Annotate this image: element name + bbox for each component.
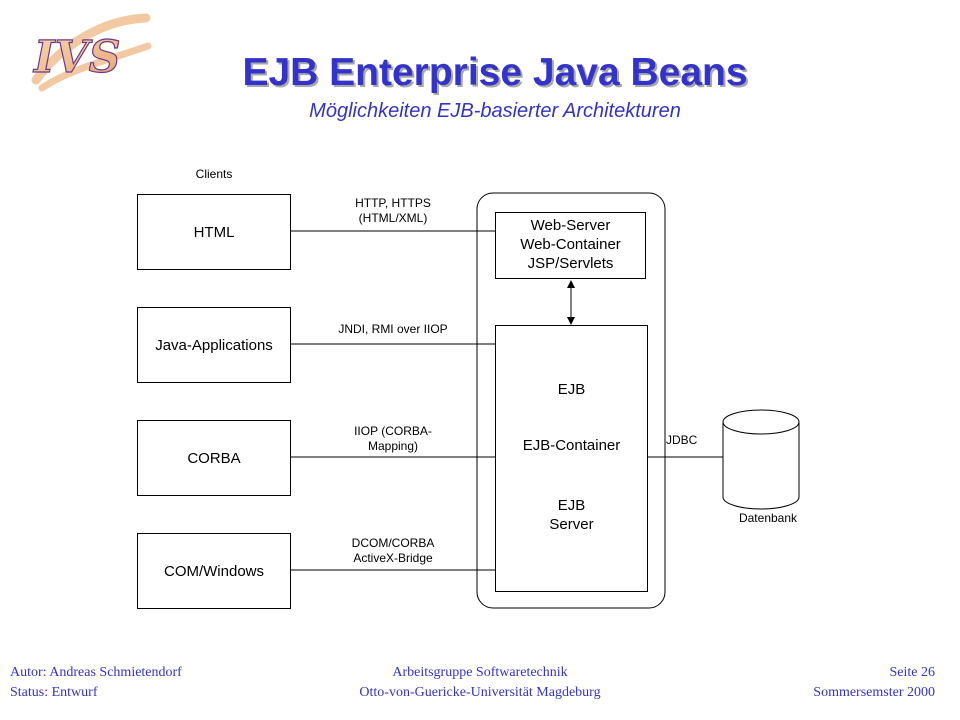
ejb-server-box: EJB EJB-Container EJB Server: [495, 325, 648, 592]
server-container-outline: [476, 192, 666, 609]
jdbc-label: JDBC: [666, 433, 698, 447]
connection-label-html: HTTP, HTTPS (HTML/XML): [355, 196, 431, 225]
client-box-java-applications: Java-Applications: [137, 307, 291, 383]
page-title: EJB Enterprise Java Beans: [242, 51, 748, 94]
footer-left: Autor: Andreas Schmietendorf Status: Ent…: [10, 665, 182, 700]
page-subtitle: Möglichkeiten EJB-basierter Architekture…: [309, 100, 681, 122]
connection-label-java: JNDI, RMI over IIOP: [338, 322, 448, 336]
connection-label-corba: IIOP (CORBA- Mapping): [354, 424, 432, 453]
connection-label-com: DCOM/CORBA ActiveX-Bridge: [351, 536, 435, 565]
footer-center: Arbeitsgruppe Softwaretechnik Otto-von-G…: [359, 665, 601, 700]
ejb-server-label: EJB Server: [549, 497, 594, 533]
footer-right: Seite 26 Sommersemster 2000: [813, 665, 935, 700]
ejb-container-label: EJB-Container: [522, 437, 621, 454]
logo-text: IVS: [32, 32, 121, 83]
web-server-box: Web-Server Web-Container JSP/Servlets: [495, 212, 646, 279]
ivs-logo: IVS: [31, 13, 152, 92]
client-box-com-windows: COM/Windows: [137, 533, 291, 609]
database-label: Datenbank: [738, 511, 798, 525]
client-box-corba: CORBA: [137, 420, 291, 496]
client-box-html: HTML: [137, 194, 291, 270]
ejb-top-label: EJB: [557, 381, 586, 398]
database-cylinder: [722, 409, 800, 510]
clients-label: Clients: [195, 167, 233, 181]
